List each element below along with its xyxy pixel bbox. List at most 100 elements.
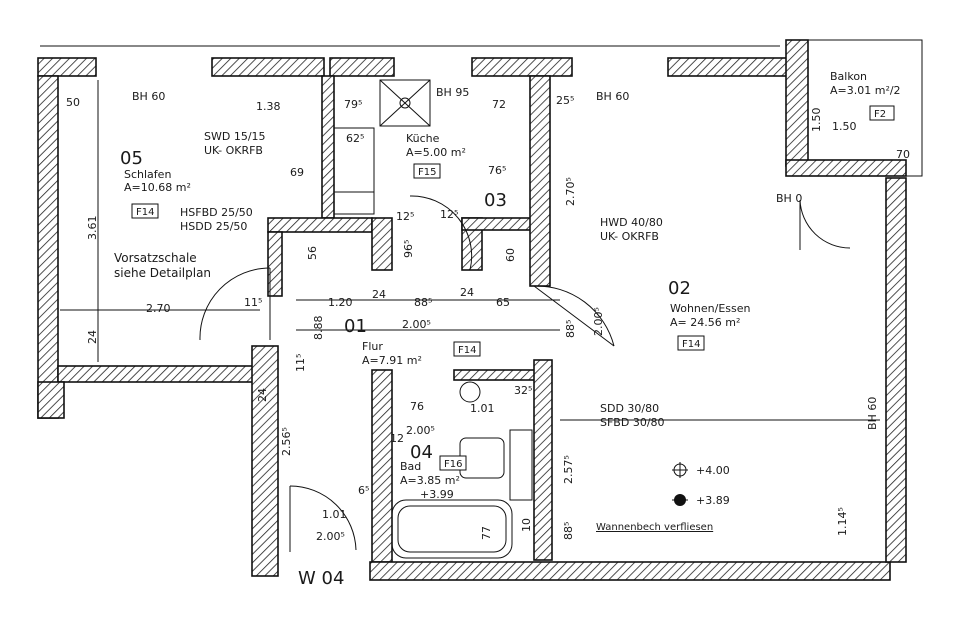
room-area: A=5.00 m²: [406, 146, 466, 159]
room-name: Wohnen/Essen: [670, 302, 751, 315]
note-swd-uk: UK- OKRFB: [204, 144, 263, 157]
note-vorsatz: Vorsatzschale: [114, 251, 197, 265]
room-kueche: Küche A=5.00 m² F15 03: [406, 132, 507, 211]
note-hwd: HWD 40/80: [600, 216, 663, 229]
annotations: SWD 15/15 UK- OKRFB HSFBD 25/50 HSDD 25/…: [114, 130, 730, 589]
dim: 77: [480, 526, 493, 540]
dim: 12: [390, 432, 404, 445]
room-tag: F16: [444, 459, 462, 470]
note-swd: SWD 15/15: [204, 130, 266, 143]
dim: 12⁵: [440, 208, 458, 221]
room-name: Flur: [362, 340, 383, 353]
note-hsfbd: HSFBD 25/50: [180, 206, 253, 219]
dim: 3.61: [86, 216, 99, 241]
dim: 1.14⁵: [836, 507, 849, 536]
dim: 32⁵: [514, 384, 532, 397]
dim: 72: [492, 98, 506, 111]
dim: 2.57⁵: [562, 455, 575, 484]
doors: [199, 195, 851, 552]
room-tag: F2: [874, 109, 886, 120]
dim: 56: [306, 246, 319, 260]
dim: 76⁵: [488, 164, 506, 177]
dim: 25⁵: [556, 94, 574, 107]
note-vorsatz-detail: siehe Detailplan: [114, 266, 211, 280]
dim: 11⁵: [244, 296, 262, 309]
dim: 1.38: [256, 100, 281, 113]
room-name: Küche: [406, 132, 440, 145]
dim: 1.50: [832, 120, 857, 133]
dim: 24: [256, 388, 269, 402]
dim: 60: [504, 248, 517, 262]
level-389: +3.89: [696, 494, 730, 507]
note-hsdd: HSDD 25/50: [180, 220, 247, 233]
dim: 6⁵: [358, 484, 369, 497]
dim: 2.70⁵: [564, 177, 577, 206]
dim: 24: [460, 286, 474, 299]
room-tag: F14: [682, 339, 700, 350]
room-tag: F14: [458, 345, 476, 356]
dim: 24: [372, 288, 386, 301]
room-number: 03: [484, 190, 507, 211]
room-area: A=7.91 m²: [362, 354, 422, 367]
dim: 88⁵: [414, 296, 432, 309]
level-399: +3.99: [420, 488, 454, 501]
room-number: 05: [120, 148, 143, 169]
room-name: Schlafen: [124, 168, 171, 181]
dim: 1.20: [328, 296, 353, 309]
room-area: A= 24.56 m²: [670, 316, 740, 329]
room-flur: 01 Flur A=7.91 m² F14: [344, 316, 481, 367]
dim: 2.00⁵: [316, 530, 345, 543]
dim: BH 60: [132, 90, 165, 103]
dim: BH 0: [776, 192, 802, 205]
dim: BH 95: [436, 86, 469, 99]
dim: 12⁵: [396, 210, 414, 223]
dim: 11⁵: [294, 354, 307, 372]
room-area: A=10.68 m²: [124, 181, 191, 194]
dim: 1.01: [322, 508, 347, 521]
dim: 76: [410, 400, 424, 413]
dim: 8.88: [312, 316, 325, 341]
room-tag: F14: [136, 207, 154, 218]
dim: 24: [86, 330, 99, 344]
dim: 70: [896, 148, 910, 161]
room-name: Bad: [400, 460, 421, 473]
room-wohnen: 02 Wohnen/Essen A= 24.56 m² F14: [668, 278, 751, 351]
room-number: 02: [668, 278, 691, 299]
dim: 79⁵: [344, 98, 362, 111]
unit-label: W 04: [298, 568, 344, 589]
level-400: +4.00: [696, 464, 730, 477]
dim: 50: [66, 96, 80, 109]
room-name: Balkon: [830, 70, 867, 83]
room-number: 04: [410, 442, 433, 463]
note-hwd-uk: UK- OKRFB: [600, 230, 659, 243]
dim: 96⁵: [402, 240, 415, 258]
dim: 62⁵: [346, 132, 364, 145]
room-bad: 04 Bad A=3.85 m² F16: [400, 442, 467, 487]
dim: 1.01: [470, 402, 495, 415]
note-sdd: SDD 30/80: [600, 402, 659, 415]
room-number: 01: [344, 316, 367, 337]
room-balkon: Balkon A=3.01 m²/2 F2: [830, 70, 901, 121]
dim: BH 60: [866, 397, 879, 430]
room-schlafen: 05 Schlafen A=10.68 m² F14: [120, 148, 191, 219]
dim: 2.00⁵: [402, 318, 431, 331]
dim: 88⁵: [562, 522, 575, 540]
dim: 2.56⁵: [280, 427, 293, 456]
walls: [37, 39, 907, 581]
dimensions: BH 60 BH 95 BH 60 BH 0 50 1.38 79⁵ 72 25…: [66, 86, 910, 543]
room-area: A=3.01 m²/2: [830, 84, 901, 97]
dim: BH 60: [596, 90, 629, 103]
dim: 65: [496, 296, 510, 309]
fixtures: [40, 39, 923, 559]
dim: 69: [290, 166, 304, 179]
dim: 10: [520, 518, 533, 532]
dim: 2.00⁵: [406, 424, 435, 437]
note-wannen: Wannenbech verfliesen: [596, 522, 713, 533]
dim: 1.50: [810, 108, 823, 133]
room-area: A=3.85 m²: [400, 474, 460, 487]
room-tag: F15: [418, 167, 436, 178]
dim: 2.00⁵: [592, 307, 605, 336]
dim: 2.70: [146, 302, 171, 315]
dim: 88⁵: [564, 320, 577, 338]
